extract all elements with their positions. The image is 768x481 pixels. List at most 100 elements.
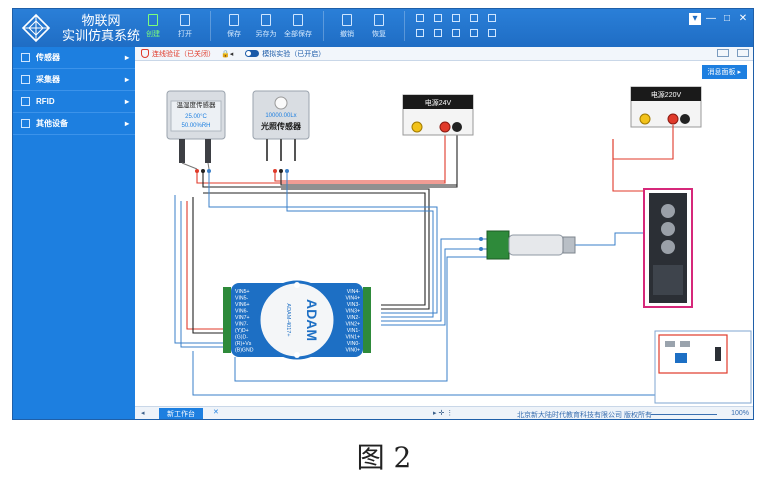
minimap[interactable] [654,330,752,404]
pc-tower[interactable] [643,188,693,308]
pin-label: VIN5- [235,296,249,302]
align-middle-icon[interactable] [434,29,442,37]
light-sensor-name: 光照传感器 [260,121,302,131]
sidebar-item-other-devices[interactable]: 其他设备 ▸ [13,113,135,135]
temp-value: 25.00°C [185,114,207,120]
light-value: 10000.00Lx [265,113,296,119]
align-top-icon[interactable] [416,29,424,37]
chevron-right-icon: ▸ [124,53,129,62]
pin-label: VIN0+ [345,348,360,354]
tab-label: 新工作台 [167,411,195,418]
message-panel-label: 消息面板 [707,69,736,76]
lock-icon: 🔒◂ [221,50,234,58]
align-tools [413,11,503,41]
workbench-canvas[interactable]: 温湿度传感器 25.00°C 50.00%RH 10000.00Lx 光照传感器 [135,61,753,406]
save-as-label: 另存为 [255,31,277,38]
message-panel-button[interactable]: 消息面板 ▸ [701,65,747,79]
layers-icon[interactable] [737,49,749,57]
layer-down-icon[interactable] [470,29,478,37]
sidebar-item-rfid[interactable]: RFID▸ [13,91,135,113]
app-window: 物联网 实训仿真系统 创建 打开 保存 另存为 全部保存 撤销 恢复 [12,8,754,420]
redo-button[interactable]: 恢复 [364,11,394,41]
adam-left-pins: VIN5+ VIN5- VIN6+ VIN6- VIN7+ VIN7- (Y)D… [235,289,254,354]
black-wires [192,131,458,334]
layer-bottom-icon[interactable] [488,29,496,37]
light-sensor[interactable] [252,90,310,173]
status-bar: ◂ 新工作台 ✕ ▸ ✛ ⋮ 北京新大陆时代教育科技有限公司 版权所有 100% [135,406,753,419]
pin-label: VIN2+ [345,322,360,328]
sidebar-item-label: 其他设备 [36,119,68,128]
pin-label: VIN6+ [235,302,250,308]
power24-label: 电源24V [425,98,452,107]
sidebar: 传感器 ▸ 采集器 ▸ RFID▸ 其他设备 ▸ [13,47,135,419]
figure-caption: 图 2 [356,441,412,474]
tab-scroll-left-icon[interactable]: ◂ [141,410,145,417]
save-icon [229,14,239,26]
sidebar-item-sensors[interactable]: 传感器 ▸ [13,47,135,69]
chevron-right-icon: ▸ [124,75,129,84]
layer-up-icon[interactable] [470,14,478,22]
align-center-icon[interactable] [434,14,442,22]
app-title: 物联网 实训仿真系统 [61,13,141,43]
save-as-button[interactable]: 另存为 [251,11,281,41]
undo-label: 撤销 [340,31,354,38]
rfid-icon [21,97,30,106]
pin-label: (G)D- [235,335,248,341]
pin-label: VIN0- [347,341,361,347]
redo-icon [374,14,384,26]
pin-label: (R)+Vs [235,341,252,347]
layer-top-icon[interactable] [488,14,496,22]
dropdown-icon[interactable]: ▾ [689,13,701,25]
create-button[interactable]: 创建 [138,11,168,41]
pin-label: VIN3+ [345,309,360,315]
power-supply-24v[interactable] [402,94,474,136]
save-all-label: 全部保存 [284,31,312,38]
close-icon[interactable]: ✕ [738,13,748,24]
pin-label: VIN1- [347,328,361,334]
app-title-line2: 实训仿真系统 [61,28,140,43]
power220-label: 电源220V [651,90,682,99]
align-bottom-icon[interactable] [452,29,460,37]
temp-humidity-sensor[interactable] [166,90,226,173]
zoom-slider[interactable] [651,414,717,415]
device-icon [21,119,30,128]
window-controls: ▾ — □ ✕ [685,13,749,25]
adam-model: ADAM-4017+ [285,303,291,336]
connection-check-toggle[interactable]: 连线验证（已关闭） [141,49,215,59]
open-button[interactable]: 打开 [170,11,200,41]
rs485-converter[interactable] [479,230,576,260]
power-supply-220v[interactable] [630,86,702,128]
save-button[interactable]: 保存 [219,11,249,41]
simulation-toggle[interactable] [245,50,260,57]
undo-button[interactable]: 撤销 [332,11,362,41]
red-wires [186,131,644,330]
sidebar-item-label: 传感器 [36,53,60,62]
zoom-level: 100% [731,410,749,417]
pin-label: VIN4+ [345,296,360,302]
adam-right-pins: VIN4- VIN4+ VIN3- VIN3+ VIN2- VIN2+ VIN1… [345,289,360,354]
close-tab-icon[interactable]: ✕ [213,409,219,416]
pin-label: VIN2- [347,315,361,321]
pin-label: VIN7- [235,322,249,328]
tab-new-workbench[interactable]: 新工作台 [159,408,203,419]
canvas-topbar: 连线验证（已关闭） 🔒◂ 模拟实验（已开启） [135,47,753,61]
adam-4017-module[interactable] [223,280,371,360]
save-all-button[interactable]: 全部保存 [283,11,313,41]
minimize-icon[interactable]: — [706,13,716,24]
tab-nav-icon[interactable]: ▸ ✛ ⋮ [433,410,454,417]
align-left-icon[interactable] [416,14,424,22]
app-title-line1: 物联网 [81,13,121,28]
pin-label: VIN7+ [235,315,250,321]
align-right-icon[interactable] [452,14,460,22]
adam-brand: ADAM [304,299,320,341]
wiring-diagram: 温湿度传感器 25.00°C 50.00%RH 10000.00Lx 光照传感器 [166,86,752,404]
maximize-icon[interactable]: □ [723,13,731,24]
sidebar-item-collectors[interactable]: 采集器 ▸ [13,69,135,91]
undo-icon [342,14,352,26]
simulation-label: 模拟实验（已开启） [262,50,326,58]
create-label: 创建 [146,31,160,38]
screen-icon[interactable] [717,49,729,57]
sidebar-item-label: 采集器 [36,75,60,84]
chevron-right-icon: ▸ [124,119,129,128]
title-bar: 物联网 实训仿真系统 创建 打开 保存 另存为 全部保存 撤销 恢复 [13,9,753,47]
